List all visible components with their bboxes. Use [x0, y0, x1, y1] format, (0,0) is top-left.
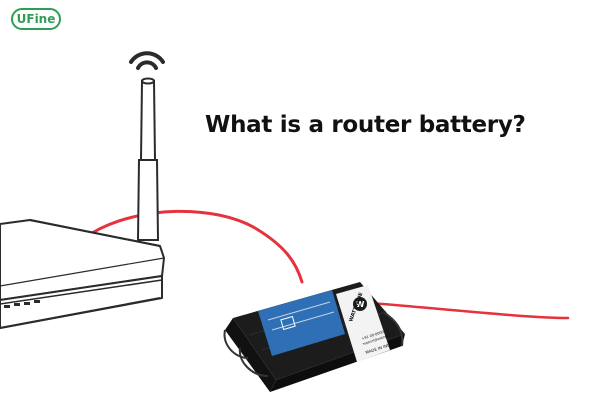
battery-brand-mark — [353, 297, 367, 311]
logo-text: UFine — [16, 12, 56, 26]
page-title: What is a router battery? — [205, 112, 526, 138]
battery-pack-illustration: W WATTWINE +91 00-000077 support@wattwin… — [223, 282, 405, 392]
ufine-logo[interactable]: UFine — [11, 8, 61, 30]
router-lights — [4, 300, 40, 308]
router-antenna — [136, 77, 160, 241]
router-illustration — [0, 219, 165, 329]
battery-brand-initial: W — [356, 300, 365, 309]
red-wire — [90, 209, 304, 284]
wifi-signal-icon — [129, 51, 165, 70]
